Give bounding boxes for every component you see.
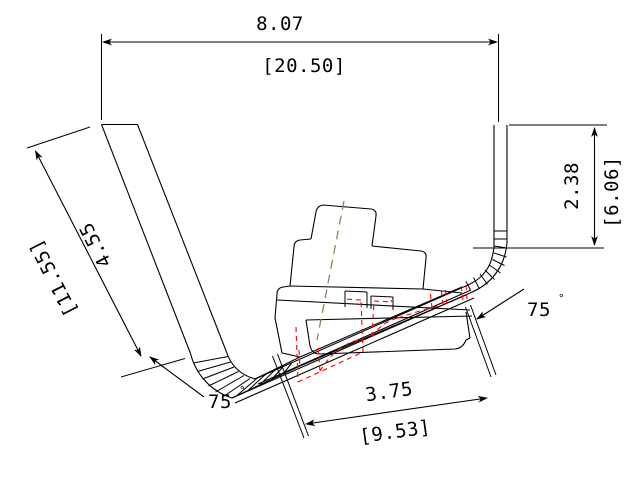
right-dimension-primary-value: 2.38 — [561, 162, 583, 210]
left-bend-hatch-lines — [193, 356, 292, 397]
clamp-head-outline — [310, 204, 377, 247]
right-angle-leader-line — [476, 288, 525, 320]
bottom-dimension-line — [305, 395, 488, 427]
bottom-dimension-extension-lines — [272, 304, 497, 439]
right-bend-outline — [467, 125, 508, 294]
bottom-dimension-primary-value: 3.75 — [364, 378, 414, 406]
left-dimension-extension-lines — [26, 126, 186, 378]
top-dimension-extension-lines — [101, 34, 499, 122]
bottom-dimension-alternate-value: [9.53] — [358, 416, 432, 448]
right-angle-degree-symbol: ° — [558, 292, 565, 305]
left-dimension-primary-value: 4.55 — [75, 218, 116, 271]
left-dimension-alternate-value: [11.55] — [25, 235, 83, 319]
bottom-flat-band — [231, 284, 475, 404]
clamp-body-shoulder-details — [344, 290, 394, 310]
left-angle-leader-line — [149, 356, 205, 398]
top-dimension-alternate-value: [20.50] — [262, 55, 346, 77]
top-dimension-primary-value: 8.07 — [256, 13, 304, 35]
right-angle-value: 75 — [527, 299, 551, 321]
hidden-detail-lines — [295, 284, 468, 383]
part-centerline — [316, 200, 345, 341]
left-arm-outline — [100, 123, 228, 354]
left-angle-value: 75 — [208, 391, 232, 413]
right-dimension-extension-lines — [473, 124, 607, 249]
left-dimension-line — [35, 150, 142, 357]
left-angle-degree-symbol: ° — [239, 384, 246, 397]
clamp-body-outline — [274, 238, 473, 358]
right-dimension-alternate-value: [6.06] — [601, 156, 623, 228]
right-bend-hatch-lines — [465, 230, 508, 291]
